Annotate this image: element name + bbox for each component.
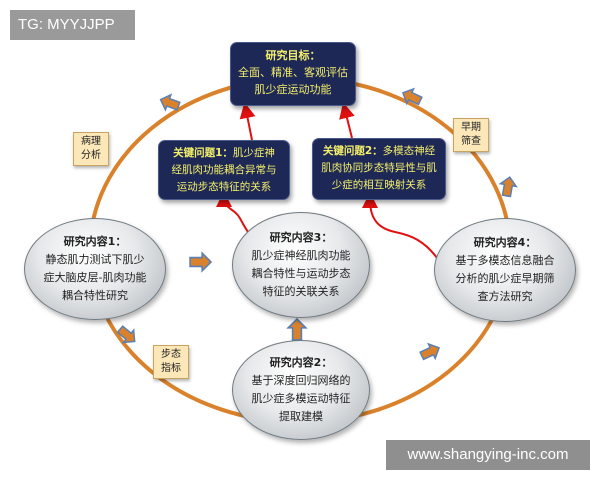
c4-line1: 基于多模态信息融合 — [455, 254, 555, 267]
watermark-bottom-url: www.shangying-inc.com — [386, 440, 590, 470]
goal-title: 研究目标： — [265, 49, 321, 62]
tag-line: 病理 — [81, 136, 101, 147]
c3-line1: 肌少症神经肌肉功能 — [251, 249, 351, 262]
tag-gait-indicators: 步态 指标 — [153, 345, 189, 379]
key-question-2-box: 关键问题2：多模态神经 肌肉协同步态特异性与肌 少症的相互映射关系 — [312, 138, 446, 200]
q1-line2: 经肌肉功能耦合异常与 — [171, 164, 277, 176]
goal-line1: 全面、精准、客观评估 — [238, 66, 348, 79]
tag-line: 指标 — [161, 363, 181, 374]
tag-line: 筛查 — [461, 136, 481, 147]
c2-line2: 肌少症多模运动特征 — [251, 392, 351, 405]
q1-title: 关键问题1： — [173, 147, 233, 159]
research-content-1: 研究内容1： 静态肌力测试下肌少 症大脑皮层-肌肉功能 耦合特性研究 — [24, 218, 166, 320]
c3-line3: 特征的关联关系 — [262, 285, 340, 298]
research-goal-box: 研究目标： 全面、精准、客观评估 肌少症运动功能 — [230, 42, 356, 106]
red-arrow-c3-q1 — [216, 191, 249, 233]
block-arrow-c1-c3 — [189, 252, 212, 272]
tag-early-screening: 早期 筛查 — [453, 118, 489, 152]
c1-title: 研究内容1： — [63, 235, 127, 248]
red-arrow-q1-goal — [239, 102, 256, 141]
c2-line3: 提取建模 — [279, 410, 323, 423]
q1-line3: 运动步态特征的关系 — [176, 181, 272, 193]
red-arrow-c4-q2 — [362, 192, 441, 263]
q2-line2: 肌肉协同步态特异性与肌 — [321, 162, 437, 174]
ring-arrow-right — [497, 175, 519, 199]
tag-line: 早期 — [461, 122, 481, 133]
c4-line3: 查方法研究 — [477, 290, 533, 303]
q2-line3: 少症的相互映射关系 — [331, 179, 427, 191]
c3-line2: 耦合特性与运动步态 — [251, 267, 351, 280]
c1-line3: 耦合特性研究 — [62, 289, 128, 302]
c1-line1: 静态肌力测试下肌少 — [45, 253, 145, 266]
tag-line: 步态 — [161, 349, 181, 360]
key-question-1-box: 关键问题1：肌少症神 经肌肉功能耦合异常与 运动步态特征的关系 — [158, 140, 290, 200]
research-content-4: 研究内容4： 基于多模态信息融合 分析的肌少症早期筛 查方法研究 — [434, 218, 576, 322]
research-content-2: 研究内容2： 基于深度回归网络的 肌少症多模运动特征 提取建模 — [232, 340, 370, 440]
tag-line: 分析 — [81, 150, 101, 161]
watermark-top-label: TG: MYYJJPP — [10, 10, 135, 40]
red-arrow-q2-goal — [339, 102, 355, 139]
c4-line2: 分析的肌少症早期筛 — [455, 272, 555, 285]
ring-arrow-bottom-right — [417, 339, 444, 364]
q1-text: 肌少症神 — [232, 147, 275, 159]
q2-title: 关键问题2： — [322, 145, 383, 157]
block-arrow-c2-c3 — [287, 318, 307, 341]
ring-arrow-top-left — [157, 91, 182, 115]
c3-title: 研究内容3： — [269, 231, 333, 244]
c2-line1: 基于深度回归网络的 — [251, 374, 351, 387]
c4-title: 研究内容4： — [473, 236, 537, 249]
research-content-3: 研究内容3： 肌少症神经肌肉功能 耦合特性与运动步态 特征的关联关系 — [232, 212, 370, 318]
c2-title: 研究内容2： — [269, 356, 333, 369]
q2-text: 多模态神经 — [382, 145, 436, 157]
c1-line2: 症大脑皮层-肌肉功能 — [43, 271, 147, 284]
tag-pathology-analysis: 病理 分析 — [73, 132, 109, 166]
goal-line2: 肌少症运动功能 — [254, 83, 332, 96]
